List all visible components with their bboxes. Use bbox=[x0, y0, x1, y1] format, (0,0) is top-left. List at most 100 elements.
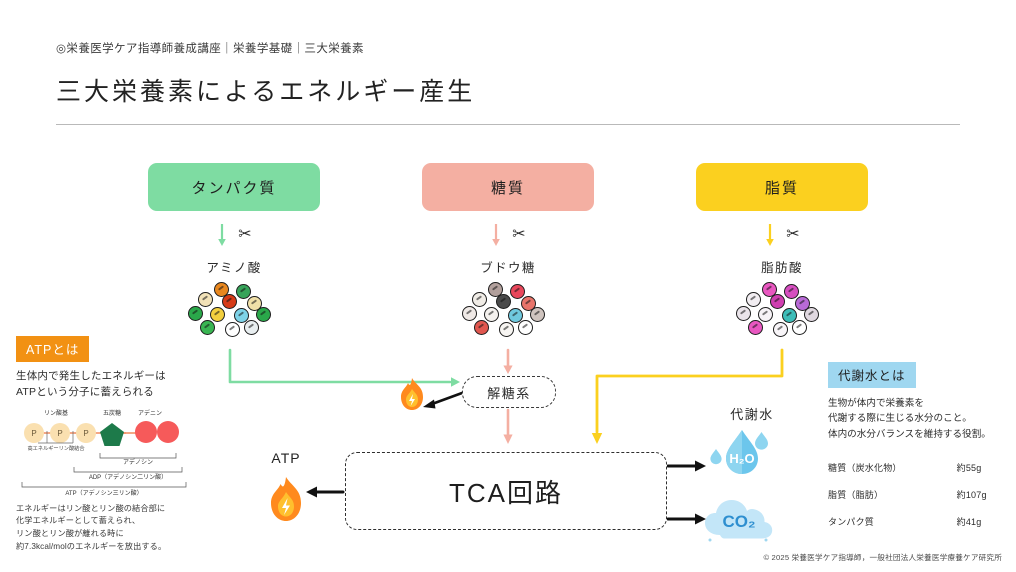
molecule-dot bbox=[758, 307, 773, 322]
molecule-dot bbox=[784, 284, 799, 299]
molecule-dot bbox=[222, 294, 237, 309]
water-card-body: 生物が体内で栄養素を 代謝する際に生じる水分のこと。 体内の水分バランスを維持す… bbox=[828, 398, 991, 440]
co2-formula-text: CO₂ bbox=[722, 512, 755, 531]
scissors-icon: ✂ bbox=[238, 226, 252, 243]
molecule-dot bbox=[484, 307, 499, 322]
molecule-dot bbox=[748, 320, 763, 335]
flame-icon-atp bbox=[266, 476, 306, 522]
flow-arrowhead-water bbox=[695, 460, 706, 472]
product-label-glucose: ブドウ糖 bbox=[480, 261, 536, 275]
down-arrow-carbohydrate-icon bbox=[492, 224, 501, 246]
header-divider bbox=[56, 124, 960, 125]
atp-adenosine-label: アデノシン bbox=[123, 458, 153, 466]
digestion-step-carbohydrate: ✂ bbox=[422, 222, 594, 248]
molecule-dot bbox=[792, 320, 807, 335]
molecule-dot bbox=[530, 307, 545, 322]
water-formula-text: H₂O bbox=[729, 451, 754, 466]
digestion-step-protein: ✂ bbox=[148, 222, 320, 248]
molecule-dot bbox=[214, 282, 229, 297]
flow-path-glycolysis-energy bbox=[430, 391, 464, 406]
flow-arrowhead-fat bbox=[591, 433, 603, 444]
nutrient-box-carbohydrate[interactable]: 糖質 bbox=[422, 163, 594, 211]
nutrient-box-fat[interactable]: 脂質 bbox=[696, 163, 868, 211]
product-label-amino-acid: アミノ酸 bbox=[206, 261, 262, 275]
molecule-dot bbox=[244, 320, 259, 335]
molecule-dot bbox=[510, 284, 525, 299]
atp-adp-label: ADP（アデノシン二リン酸） bbox=[89, 473, 167, 481]
scissors-icon: ✂ bbox=[512, 226, 526, 243]
glycolysis-box[interactable]: 解糖系 bbox=[462, 376, 556, 408]
molecule-dot bbox=[462, 306, 477, 321]
table-row: タンパク質約41g bbox=[828, 508, 1010, 535]
svg-text:P: P bbox=[83, 429, 88, 438]
molecule-cluster-glucose bbox=[458, 280, 558, 342]
molecule-dot bbox=[499, 322, 514, 337]
molecule-dot bbox=[762, 282, 777, 297]
molecule-dot bbox=[472, 292, 487, 307]
scissors-icon: ✂ bbox=[786, 226, 800, 243]
flow-arrowhead-atp bbox=[306, 486, 317, 498]
table-row: 脂質（脂肪） 約107g bbox=[828, 481, 1010, 508]
molecule-dot bbox=[256, 307, 271, 322]
molecule-cluster-amino-acid bbox=[184, 280, 284, 342]
water-table-amount: 約55g bbox=[956, 463, 982, 474]
molecule-dot bbox=[198, 292, 213, 307]
molecule-dot bbox=[770, 294, 785, 309]
svg-text:P: P bbox=[57, 429, 62, 438]
molecule-dot bbox=[496, 294, 511, 309]
molecule-dot bbox=[247, 296, 262, 311]
molecule-dot bbox=[518, 320, 533, 335]
molecule-dot bbox=[804, 307, 819, 322]
water-table-nutrient: タンパク質 bbox=[828, 517, 875, 528]
water-drop-icon: H₂O bbox=[708, 427, 768, 483]
atp-info-card: ATPとは 生体内で発生したエネルギーは ATPという分子に蓄えられる リン酸基… bbox=[16, 336, 192, 558]
molecule-dot bbox=[773, 322, 788, 337]
product-label-fatty-acid: 脂肪酸 bbox=[761, 261, 803, 275]
metabolic-water-label: 代謝水 bbox=[730, 407, 774, 422]
atp-card-body: 生体内で発生したエネルギーは ATPという分子に蓄えられる bbox=[16, 370, 166, 398]
molecule-dot bbox=[188, 306, 203, 321]
molecule-dot bbox=[521, 296, 536, 311]
atp-output-label: ATP bbox=[271, 450, 301, 466]
tca-cycle-label: TCA回路 bbox=[448, 477, 563, 508]
atp-card-note: エネルギーはリン酸とリン酸の結合部に 化学エネルギーとして蓄えられ、 リン酸とリ… bbox=[16, 503, 167, 551]
molecule-dot bbox=[736, 306, 751, 321]
svg-text:P: P bbox=[31, 429, 36, 438]
molecule-dot bbox=[210, 307, 225, 322]
molecule-dot bbox=[225, 322, 240, 337]
nutrient-box-protein[interactable]: タンパク質 bbox=[148, 163, 320, 211]
metabolic-water-table-body: 糖質（炭水化物）約55g 脂質（脂肪） 約107g タンパク質約41g bbox=[828, 454, 1010, 535]
molecule-dot bbox=[488, 282, 503, 297]
atp-atp-label: ATP（アデノシン三リン酸） bbox=[65, 489, 142, 497]
atp-pentose-label: 五炭糖 bbox=[103, 409, 121, 417]
molecule-cluster-fatty-acid bbox=[732, 280, 832, 342]
tca-cycle-box[interactable]: TCA回路 bbox=[345, 452, 667, 530]
cloud-icon: CO₂ bbox=[700, 495, 778, 543]
down-arrow-protein-icon bbox=[218, 224, 227, 246]
water-card-tag: 代謝水とは bbox=[828, 362, 916, 388]
molecule-dot bbox=[746, 292, 761, 307]
water-table-amount: 約107g bbox=[956, 490, 987, 501]
atp-phosphate-label: リン酸基 bbox=[44, 409, 68, 417]
molecule-dot bbox=[234, 308, 249, 323]
digestion-step-fat: ✂ bbox=[696, 222, 868, 248]
molecule-dot bbox=[236, 284, 251, 299]
metabolic-water-card: 代謝水とは 生物が体内で栄養素を 代謝する際に生じる水分のこと。 体内の水分バラ… bbox=[828, 362, 1010, 535]
atp-bond-label: 高エネルギーリン酸結合 bbox=[27, 444, 85, 452]
page-title: 三大栄養素によるエネルギー産生 bbox=[56, 78, 476, 106]
molecule-dot bbox=[795, 296, 810, 311]
water-table-nutrient: 脂質（脂肪） bbox=[828, 490, 884, 501]
atp-molecule-figure: リン酸基 五炭糖 アデニン P P P 高エネルギーリン酸結合 bbox=[16, 407, 192, 499]
molecule-dot bbox=[782, 308, 797, 323]
flame-icon-glycolysis bbox=[397, 377, 427, 411]
table-row: 糖質（炭水化物）約55g bbox=[828, 454, 1010, 481]
atp-card-tag: ATPとは bbox=[16, 336, 90, 362]
flow-arrowhead-carb-upper bbox=[503, 365, 513, 374]
metabolic-water-table: 糖質（炭水化物）約55g 脂質（脂肪） 約107g タンパク質約41g bbox=[828, 454, 1010, 535]
copyright-footer: © 2025 栄養医学ケア指導師，一般社団法人栄養医学療養ケア研究所 bbox=[763, 553, 1002, 562]
molecule-dot bbox=[474, 320, 489, 335]
atp-adenine-label: アデニン bbox=[138, 409, 162, 417]
flow-arrowhead-protein bbox=[451, 377, 460, 387]
down-arrow-fat-icon bbox=[766, 224, 775, 246]
